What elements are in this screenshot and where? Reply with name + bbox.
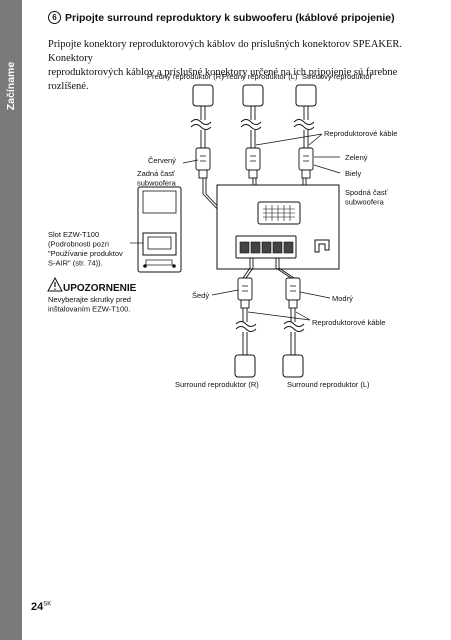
label-blue: Modrý (332, 294, 353, 303)
subwoofer-rear-grille (142, 190, 177, 214)
speaker-terminals (239, 241, 294, 254)
top-connectors (195, 147, 314, 179)
screw-icon (143, 264, 147, 268)
label-surround-left: Surround reproduktor (L) (287, 380, 370, 389)
label-front-right: Predný reproduktor (R) (147, 72, 224, 81)
label-gray: Šedý (192, 291, 209, 300)
screw-icon (172, 264, 176, 268)
page-number: 24SK (31, 601, 52, 613)
bottom-connectors (237, 277, 301, 309)
cable-hook-icon (314, 239, 330, 253)
warning-icon (47, 276, 63, 292)
body-line: reproduktorových káblov a príslušné kone… (48, 67, 398, 92)
speaker-surround-left-icon (282, 354, 304, 378)
leader-lines-bottom (211, 289, 331, 321)
speaker-center-icon (295, 84, 317, 107)
section-title: 6 Pripojte surround reproduktory k subwoo… (48, 11, 395, 24)
label-speaker-cables-bottom: Reproduktorové káble (312, 318, 385, 327)
body-paragraph: Pripojte konektory reproduktorových kábl… (48, 38, 418, 94)
label-white: Biely (345, 169, 362, 178)
signal-wires-bottom (242, 258, 295, 279)
top-cables (190, 106, 315, 148)
section-title-text: Pripojte surround reproduktory k subwoof… (65, 12, 395, 24)
label-red: Červený (148, 156, 176, 165)
leader-lines-top (182, 133, 341, 174)
speaker-front-right-icon (192, 84, 214, 107)
label-green: Zelený (345, 153, 368, 162)
step-number: 6 (48, 11, 61, 24)
speaker-surround-right-icon (234, 354, 256, 378)
side-tab: Začíname (0, 0, 22, 640)
label-speaker-cables-top: Reproduktorové káble (324, 129, 397, 138)
label-slot: Slot EZW-T100(Podrobnosti pozri"Používan… (48, 230, 123, 268)
label-center: Stredový reproduktor (302, 72, 373, 81)
language-code: SK (43, 601, 52, 608)
label-surround-right: Surround reproduktor (R) (175, 380, 259, 389)
caution-title: UPOZORNENIE (63, 283, 137, 294)
body-line: Pripojte konektory reproduktorových kábl… (48, 39, 403, 64)
speaker-front-left-icon (242, 84, 264, 107)
bottom-cables (235, 308, 305, 355)
label-front-left: Predný reproduktor (L) (222, 72, 298, 81)
